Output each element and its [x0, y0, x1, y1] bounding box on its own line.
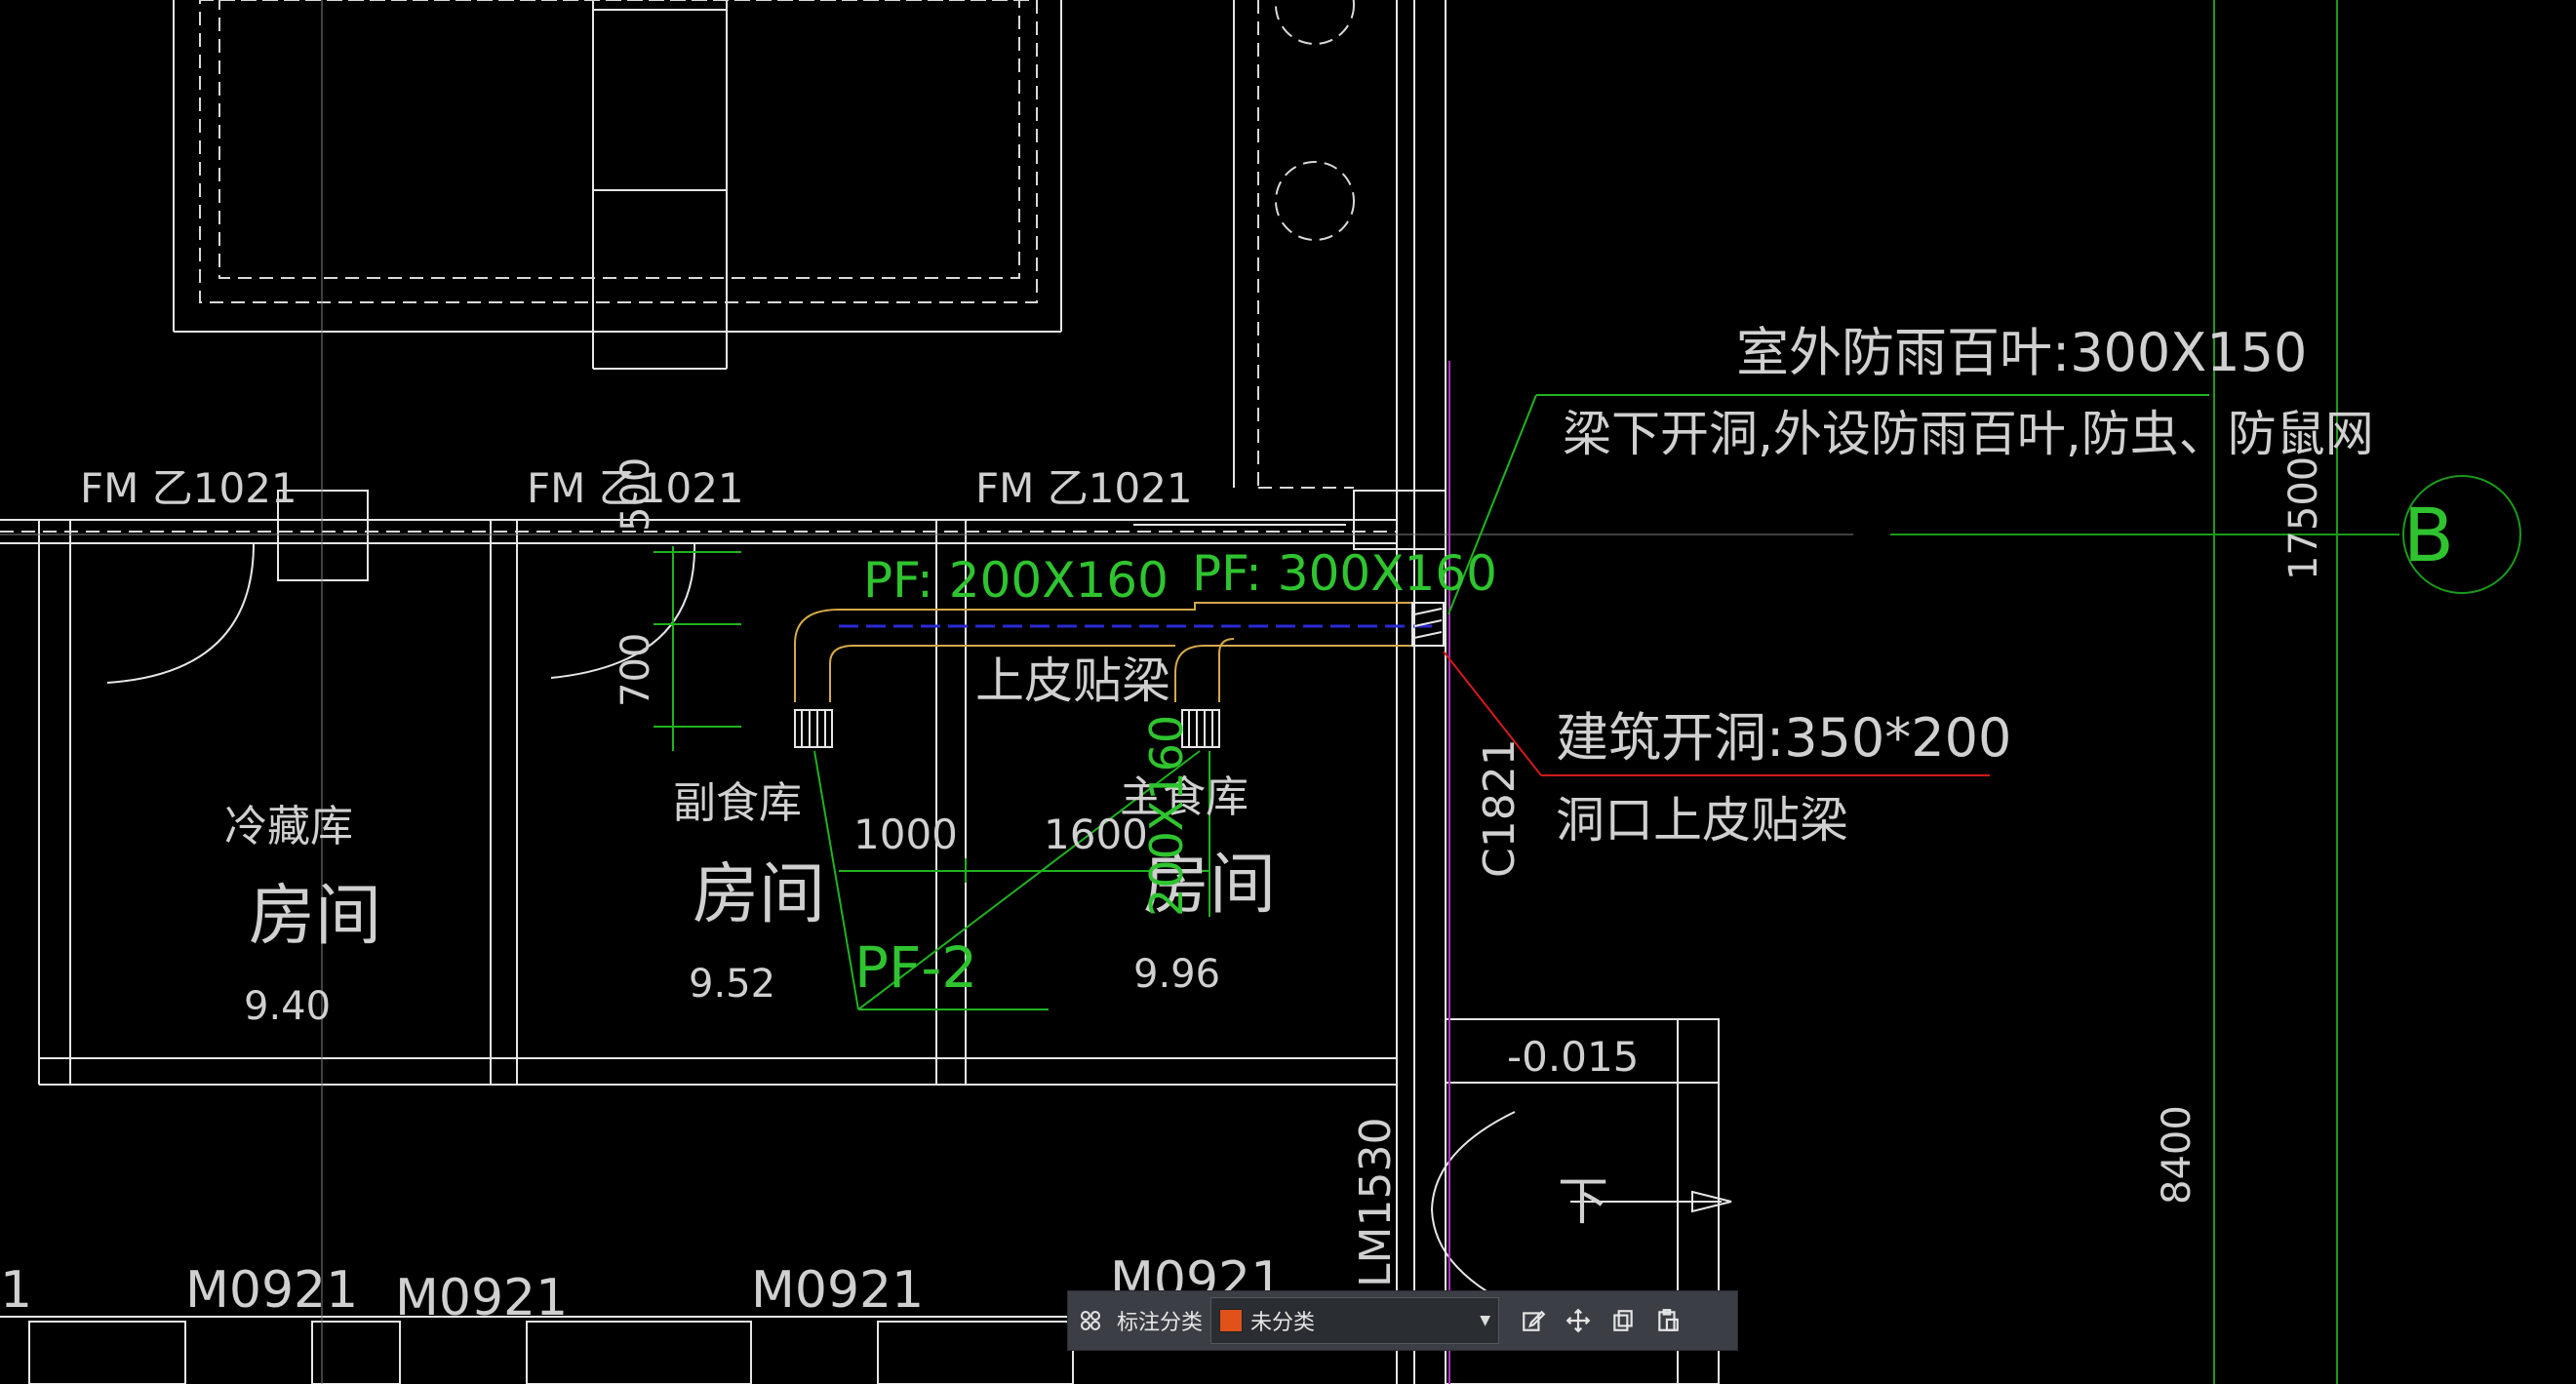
dim-700: 700 [614, 633, 658, 707]
room-area-3: 9.96 [1133, 952, 1220, 997]
room-type-1: 房间 [249, 878, 381, 955]
paste-icon[interactable] [1645, 1298, 1690, 1343]
room-area-2: 9.52 [689, 962, 775, 1007]
louver-note-1: 室外防雨百叶:300X150 [1736, 322, 2307, 383]
dim-8400: 8400 [2155, 1105, 2200, 1205]
door-label-top-1: FM 乙1021 [80, 464, 297, 512]
axis-lines [0, 0, 1853, 1384]
annotation-toolbar: 标注分类 未分类 ▼ [1067, 1290, 1738, 1351]
dim-500: 500 [614, 457, 658, 532]
dashed-outlines [0, 0, 1397, 533]
fan-label: PF-2 [854, 934, 977, 1001]
category-value: 未分类 [1250, 1311, 1316, 1335]
category-label: 标注分类 [1117, 1311, 1204, 1335]
door-label-bottom-0: 1 [0, 1261, 32, 1320]
room-area-1: 9.40 [244, 984, 331, 1029]
duct-run [794, 602, 1434, 702]
building-walls [0, 0, 1732, 1384]
stair-down-label: 下 [1558, 1173, 1608, 1232]
dim-1000: 1000 [853, 811, 958, 858]
door-label-bottom-2: M0921 [395, 1269, 568, 1327]
opening-note-1: 建筑开洞:350*200 [1556, 707, 2011, 769]
grid-axis-label: B [2403, 492, 2454, 578]
chevron-down-icon: ▼ [1480, 1313, 1491, 1328]
door-label-bottom-3: M0921 [751, 1261, 924, 1320]
side-door-label: LM1530 [1351, 1118, 1401, 1287]
leader-lines [654, 394, 2209, 1010]
door-label-top-2: FM 乙1021 [527, 464, 744, 512]
elevation-label: -0.015 [1507, 1033, 1639, 1081]
exhaust-grilles [794, 602, 1445, 748]
room-name-1: 冷藏库 [224, 802, 353, 851]
duct-label-1: PF: 200X160 [863, 552, 1169, 609]
move-icon[interactable] [1556, 1298, 1601, 1343]
beam-note: 上皮贴梁 [975, 652, 1170, 709]
grid-icon[interactable] [1068, 1298, 1113, 1343]
duct-label-3: 200X160 [1140, 715, 1193, 917]
room-type-3: 房间 [1143, 847, 1276, 924]
louver-note-2: 梁下开洞,外设防雨百叶,防虫、防鼠网 [1563, 406, 2374, 462]
door-label-top-3: FM 乙1021 [975, 464, 1193, 512]
room-type-2: 房间 [693, 856, 825, 933]
door-label-bottom-1: M0921 [185, 1261, 358, 1320]
category-select[interactable]: 未分类 ▼ [1210, 1297, 1500, 1344]
duct-label-2: PF: 300X160 [1192, 545, 1497, 602]
dim-1600: 1600 [1044, 811, 1148, 858]
copy-icon[interactable] [1601, 1298, 1645, 1343]
edit-icon[interactable] [1511, 1298, 1556, 1343]
room-name-3: 主食库 [1120, 772, 1248, 822]
opening-note-2: 洞口上皮贴梁 [1556, 792, 1848, 849]
grid-lines [1890, 0, 2521, 1384]
room-name-2: 副食库 [673, 778, 802, 828]
category-color-swatch [1219, 1309, 1244, 1332]
dim-17500: 17500 [2281, 456, 2326, 580]
window-label: C1821 [1475, 738, 1525, 878]
opening-leader [1443, 651, 1990, 776]
